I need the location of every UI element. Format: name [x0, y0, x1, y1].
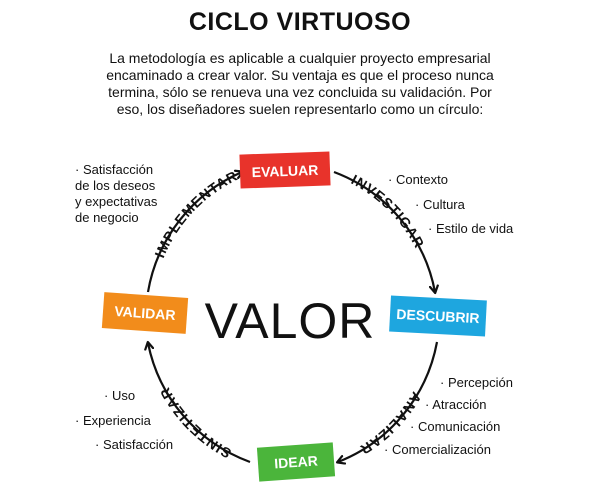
- note-evaluar-line-1: de los deseos: [75, 178, 156, 193]
- stage-descubrir-label: DESCUBRIR: [396, 306, 480, 326]
- note-analizar-2: Atracción: [425, 397, 486, 413]
- stage-validar-label: VALIDAR: [114, 303, 176, 323]
- stage-descubrir: DESCUBRIR: [389, 295, 487, 337]
- cycle-arrows: [148, 172, 437, 462]
- note-investigar-2: Cultura: [415, 197, 465, 213]
- note-investigar-1: Contexto: [388, 172, 448, 188]
- stage-descubrir-box: [389, 295, 487, 337]
- note-sintetizar-1: Uso: [104, 388, 135, 404]
- page-title: CICLO VIRTUOSO: [188, 8, 412, 36]
- stage-validar-box: [101, 292, 189, 334]
- arrow-descubrir-to-idear: [338, 341, 439, 462]
- arrow-evaluar-to-descubrir: [333, 170, 435, 292]
- stage-validar: VALIDAR: [101, 292, 189, 334]
- note-evaluar-line-3: de negocio: [75, 210, 139, 225]
- stage-idear-box: [256, 442, 336, 482]
- notes-evaluar: Satisfacción de los deseos y expectativa…: [75, 162, 157, 226]
- intro-paragraph: La metodología es aplicable a cualquier …: [106, 50, 494, 117]
- note-evaluar-bullet: Satisfacción: [75, 162, 157, 178]
- center-label: VALOR: [205, 293, 376, 349]
- note-analizar-3: Comunicación: [410, 419, 500, 435]
- arrow-validar-to-evaluar: [146, 172, 242, 293]
- note-evaluar-line-2: y expectativas: [75, 194, 158, 209]
- note-sintetizar-3: Satisfacción: [95, 437, 173, 453]
- arrow-idear-to-validar: [148, 343, 251, 464]
- note-analizar-1: Percepción: [440, 375, 513, 391]
- note-sintetizar-2: Experiencia: [75, 413, 151, 429]
- stage-evaluar-box: [239, 151, 331, 189]
- stage-idear: IDEAR: [256, 442, 336, 482]
- transition-implementar: IMPLEMENTAR: [151, 167, 240, 260]
- note-investigar-3: Estilo de vida: [428, 221, 513, 237]
- stage-evaluar-label: EVALUAR: [251, 162, 318, 180]
- stage-evaluar: EVALUAR: [239, 151, 331, 189]
- stage-idear-label: IDEAR: [274, 453, 319, 472]
- note-analizar-4: Comercialización: [384, 442, 491, 458]
